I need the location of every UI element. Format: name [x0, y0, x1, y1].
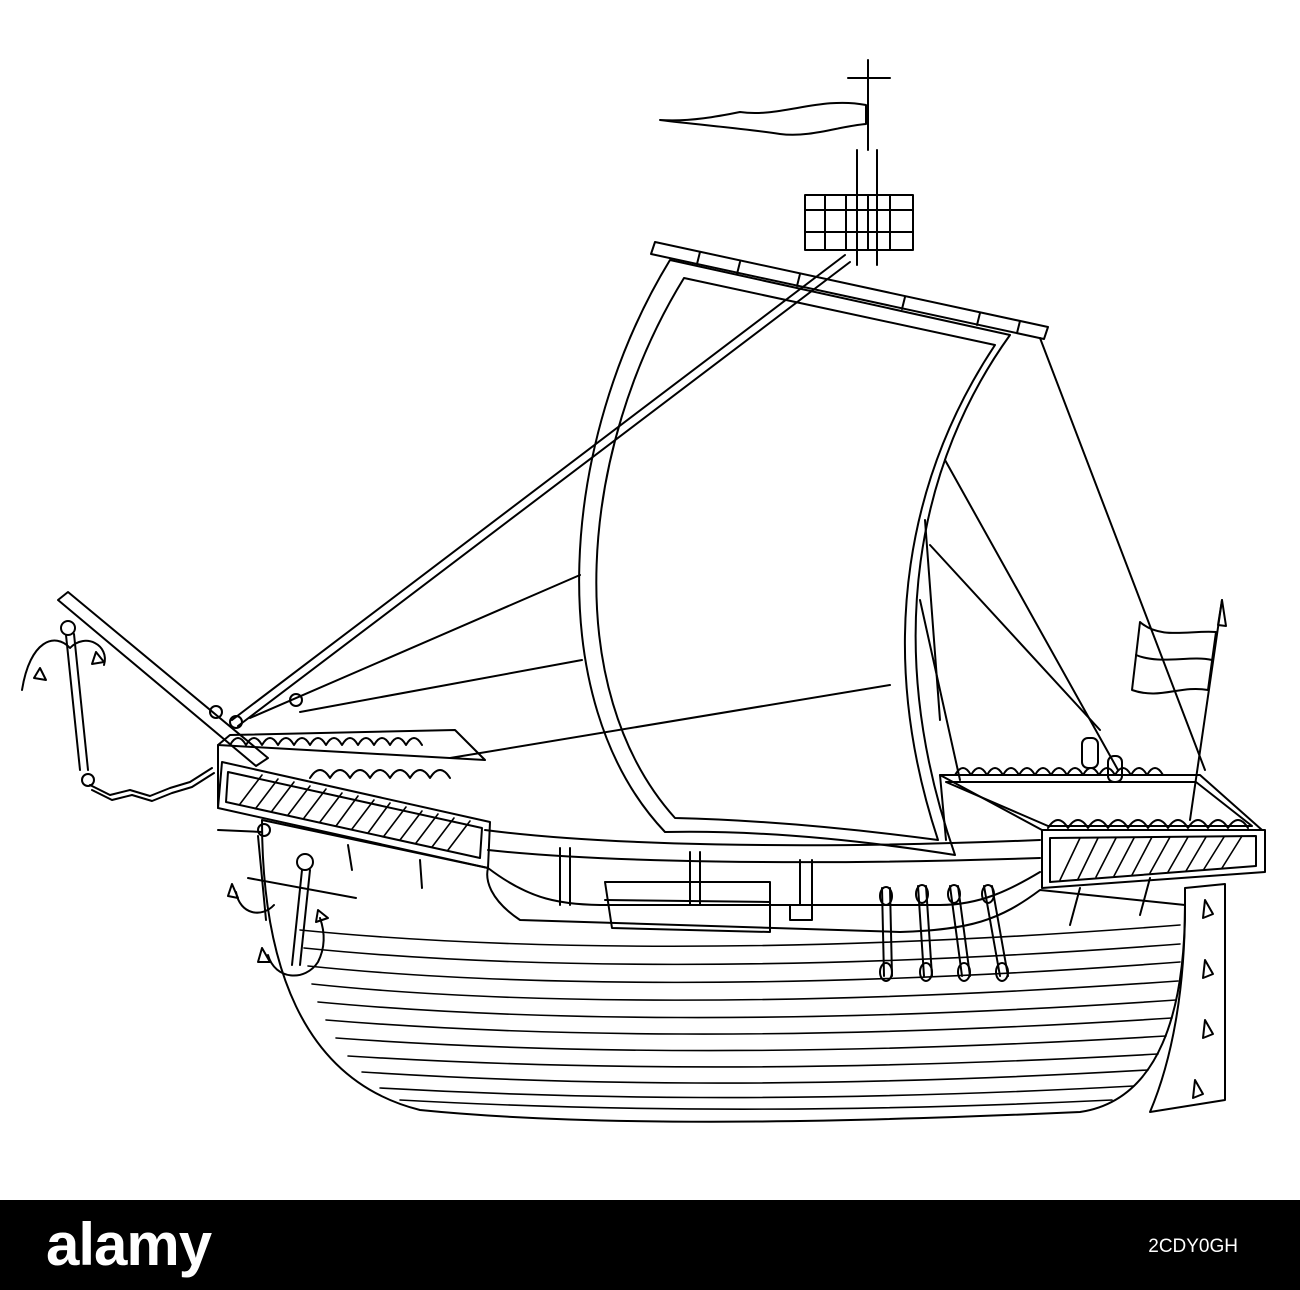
ship-illustration — [21, 59, 1266, 1123]
watermark-footer-bar: alamy 2CDY0GH — [0, 1200, 1300, 1290]
alamy-logo: alamy — [46, 1211, 212, 1278]
crows-nest — [804, 194, 914, 251]
pennant-flag — [659, 59, 891, 151]
bowsprit — [57, 591, 303, 767]
forecastle — [217, 729, 491, 889]
side-anchors — [217, 823, 357, 977]
rigging-lines — [231, 254, 1206, 781]
stern-flag — [1131, 599, 1227, 821]
hull — [261, 819, 1186, 1123]
chain-plates — [879, 737, 1123, 982]
bow-anchor — [21, 620, 215, 802]
yard-spar — [650, 241, 1049, 340]
rudder — [1149, 883, 1226, 1113]
image-id-label: 2CDY0GH — [1148, 1236, 1238, 1257]
main-mast — [789, 149, 878, 921]
main-sail — [578, 259, 1011, 856]
sterncastle — [939, 767, 1266, 926]
